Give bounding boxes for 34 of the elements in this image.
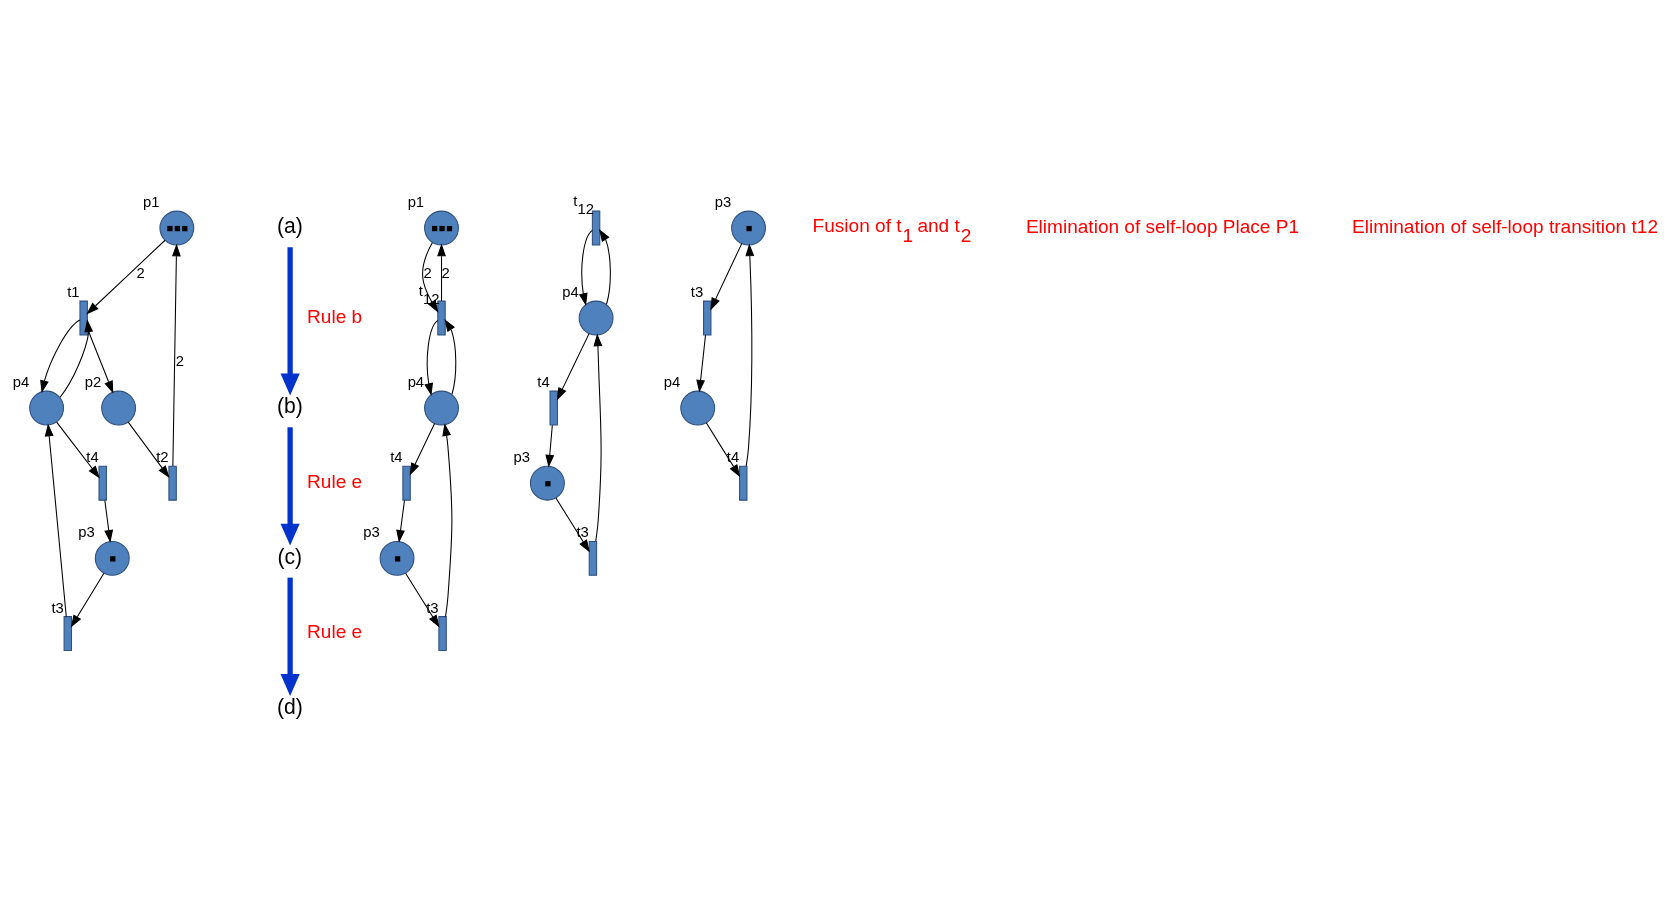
node-text: (b) — [276, 394, 303, 418]
node-label: p4 — [12, 374, 30, 391]
node-label: p3 — [78, 524, 95, 541]
node-label: t1 — [67, 284, 80, 301]
label: Elimination of self-loop Place P1 — [1025, 215, 1300, 237]
edge-label: Rule e — [307, 470, 363, 492]
label: Elimination of self-loop transition t12 — [1352, 215, 1658, 237]
node-label: p2 — [84, 374, 102, 391]
edge-label: 2 — [136, 265, 145, 282]
node-label: p4 — [407, 374, 425, 391]
node-label: p1 — [142, 194, 160, 211]
node-text: (d) — [276, 695, 303, 718]
node-text: (a) — [276, 214, 303, 238]
edge-label: 2 — [441, 265, 450, 282]
node-label: p3 — [714, 194, 732, 211]
node-label: t3 — [51, 599, 64, 616]
node-label: p3 — [363, 524, 380, 541]
node-label: p1 — [407, 194, 425, 211]
node-text: (c) — [277, 544, 303, 568]
node-label: p4 — [562, 284, 579, 301]
node-label: t4 — [726, 449, 740, 466]
node-label: t3 — [690, 284, 704, 301]
node-label: t3 — [426, 599, 439, 616]
node-label: t2 — [156, 449, 169, 466]
node-label: p3 — [513, 449, 530, 466]
node-label: p4 — [663, 374, 681, 391]
node-label: t4 — [390, 449, 403, 466]
edge-label: 2 — [175, 352, 185, 369]
node-label: t4 — [537, 374, 550, 391]
node-label: t4 — [86, 449, 99, 466]
edge-label: Rule e — [307, 621, 363, 643]
node-label: t3 — [576, 524, 589, 541]
edge-label: 2 — [423, 265, 432, 282]
edge-label: Rule b — [307, 305, 363, 327]
